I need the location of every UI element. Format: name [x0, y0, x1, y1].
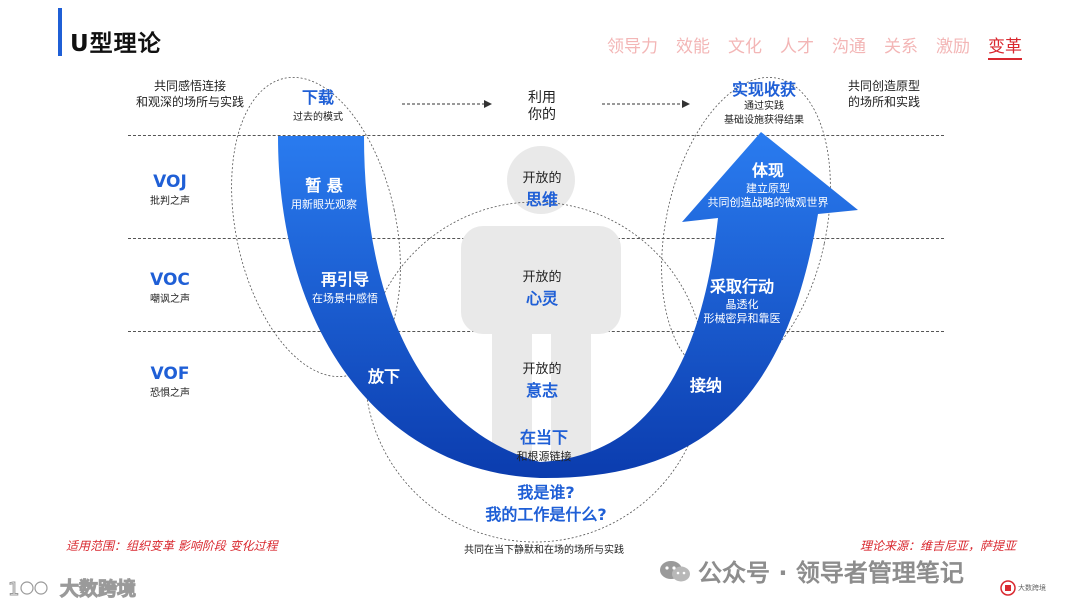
watermark-left-text: 大数跨境	[59, 578, 137, 601]
left-ellipse	[231, 76, 401, 378]
presencing-box: 在当下 和根源链接	[517, 424, 572, 464]
open-will-prefix: 开放的	[522, 362, 562, 377]
who-am-i-box: 我是谁? 我的工作是什么?	[485, 482, 606, 526]
action-sub-line1: 晶透化	[725, 298, 759, 311]
open-mind-prefix: 开放的	[522, 171, 562, 186]
accept-label: 接纳	[689, 376, 723, 395]
svg-text:1: 1	[8, 579, 19, 600]
open-will: 开放的 意志	[522, 358, 561, 401]
suspend-sub: 用新眼光观察	[291, 198, 357, 211]
level-voc: VOC 嘲讽之声	[150, 270, 190, 305]
embody-box: 体现 建立原型 共同创造战略的微观世界	[708, 160, 829, 210]
open-mind: 开放的 思维	[522, 167, 561, 210]
level-vof-name: VOF	[150, 364, 190, 384]
level-vof: VOF 恐惧之声	[150, 364, 190, 399]
use-you-label: 利用 你的	[528, 90, 556, 124]
nav-item-communication[interactable]: 沟通	[832, 37, 866, 57]
u-arrow	[278, 132, 858, 479]
realize-box: 实现收获 通过实践 基础设施获得结果	[724, 80, 804, 128]
corner-logo-icon	[1000, 580, 1016, 596]
nav-item-motivation[interactable]: 激励	[936, 37, 970, 57]
level-voc-sub: 嘲讽之声	[150, 294, 190, 305]
top-left-note: 共同感悟连接 和观深的场所与实践	[136, 78, 244, 110]
top-left-note-line1: 共同感悟连接	[153, 79, 227, 93]
use-you-line2: 你的	[528, 107, 556, 123]
nav-item-culture[interactable]: 文化	[728, 37, 762, 57]
redirect-sub: 在场景中感悟	[312, 292, 378, 305]
action-box: 采取行动 晶透化 形械密异和靠医	[704, 276, 781, 326]
suspend-box: 暂 悬 用新眼光观察	[291, 172, 357, 212]
level-voj-sub: 批判之声	[150, 196, 190, 207]
realize-sub-line1: 通过实践	[744, 101, 784, 112]
realize-sub-line2: 基础设施获得结果	[724, 115, 804, 126]
embody-sub-line2: 共同创造战略的微观世界	[707, 196, 829, 209]
letgo-label: 放下	[367, 367, 401, 386]
top-arrow-left-head	[484, 100, 492, 108]
nav-item-talent[interactable]: 人才	[780, 37, 814, 57]
scope-note: 适用范围：组织变革 影响阶段 变化过程	[66, 539, 278, 553]
level-voc-name: VOC	[150, 270, 190, 290]
right-ellipse	[661, 76, 831, 378]
top-arrow-right-head	[682, 100, 690, 108]
download-sub: 过去的模式	[293, 112, 343, 123]
top-left-note-line2: 和观深的场所与实践	[135, 95, 245, 109]
topic-nav: 领导力 效能 文化 人才 沟通 关系 激励 变革	[607, 32, 1022, 60]
download-title: 下载	[301, 88, 334, 107]
open-heart-title: 心灵	[525, 289, 559, 308]
nav-item-relations[interactable]: 关系	[884, 37, 918, 57]
level-voj: VOJ 批判之声	[150, 172, 190, 207]
nav-item-leadership[interactable]: 领导力	[607, 37, 658, 57]
open-mind-title: 思维	[525, 190, 559, 209]
embody-sub-line1: 建立原型	[746, 182, 790, 195]
who-am-i: 我是谁?	[517, 483, 575, 502]
level-divider-1	[128, 135, 944, 136]
wechat-account-text: 公众号 · 领导者管理笔记	[698, 559, 964, 587]
top-right-note: 共同创造原型 的场所和实践	[848, 78, 920, 110]
title-accent-bar	[58, 8, 62, 56]
redirect-box: 再引导 在场景中感悟	[312, 266, 378, 306]
top-right-note-line2: 的场所和实践	[847, 95, 921, 109]
action-title: 采取行动	[709, 277, 774, 296]
page-title: U型理论	[70, 31, 162, 57]
corner-logo: 大数跨境	[1000, 580, 1046, 596]
corner-logo-text: 大数跨境	[1018, 584, 1046, 592]
download-box: 下载 过去的模式	[293, 84, 343, 123]
bottom-note: 共同在当下静默和在场的场所与实践	[464, 545, 624, 556]
open-heart: 开放的 心灵	[522, 266, 561, 309]
watermark-logo-icon: 1	[8, 578, 48, 600]
presencing-title: 在当下	[519, 428, 568, 447]
bottom-left-watermark: 1 大数跨境	[8, 574, 137, 601]
nav-item-efficiency[interactable]: 效能	[676, 37, 710, 57]
action-sub-line2: 形械密异和靠医	[703, 312, 781, 325]
suspend-title: 暂 悬	[305, 176, 343, 195]
level-voj-name: VOJ	[153, 172, 187, 192]
source-note: 理论来源：维吉尼亚，萨提亚	[860, 539, 1017, 553]
person-silhouette	[461, 146, 621, 470]
use-you-line1: 利用	[528, 90, 556, 106]
level-vof-sub: 恐惧之声	[150, 388, 190, 399]
top-right-note-line1: 共同创造原型	[847, 79, 921, 93]
open-heart-prefix: 开放的	[522, 270, 562, 285]
presencing-sub: 和根源链接	[516, 450, 572, 463]
embody-title: 体现	[751, 161, 784, 180]
open-will-title: 意志	[525, 381, 559, 400]
my-work: 我的工作是什么?	[485, 505, 607, 524]
realize-title: 实现收获	[731, 80, 796, 99]
wechat-icon	[660, 560, 690, 581]
wechat-watermark: 公众号 · 领导者管理笔记	[658, 553, 964, 588]
redirect-title: 再引导	[320, 270, 369, 289]
nav-item-change[interactable]: 变革	[988, 32, 1022, 60]
